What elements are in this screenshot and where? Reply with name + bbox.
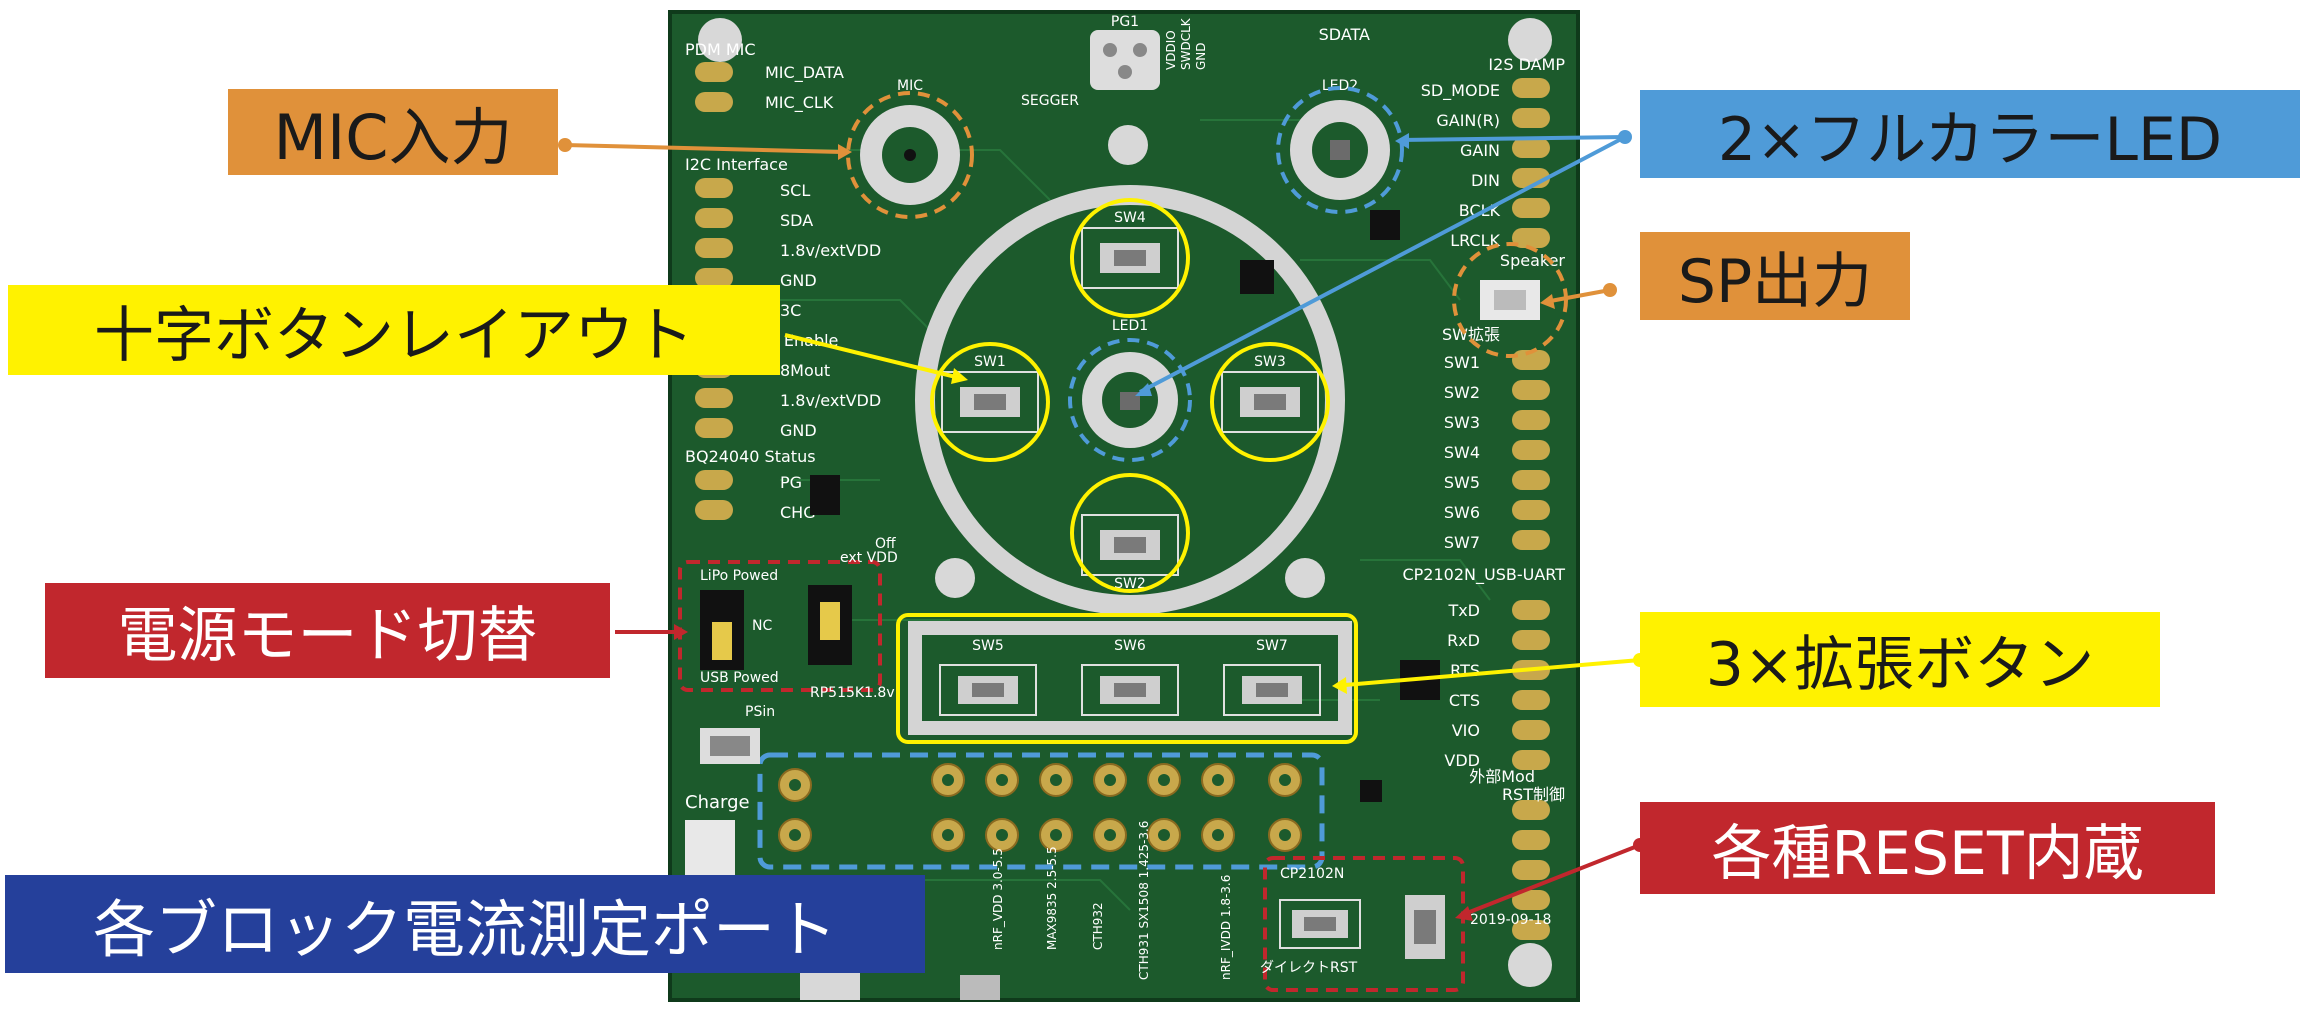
svg-text:I2S DAMP: I2S DAMP <box>1488 55 1565 74</box>
svg-text:SCL: SCL <box>780 181 810 200</box>
svg-text:GND: GND <box>780 271 817 290</box>
svg-text:SD_MODE: SD_MODE <box>1421 81 1500 101</box>
svg-text:1.8v/extVDD: 1.8v/extVDD <box>780 391 881 410</box>
svg-text:MIC_CLK: MIC_CLK <box>765 93 834 113</box>
svg-text:Off: Off <box>875 536 896 552</box>
svg-text:SW7: SW7 <box>1256 638 1288 654</box>
svg-text:I2C Interface: I2C Interface <box>685 155 788 174</box>
svg-text:SW1: SW1 <box>1444 353 1480 372</box>
bottom-silkscreen: PSin Charge nRF_VDD 3.0-5.5 MAX9835 2.5-… <box>685 704 1551 1000</box>
svg-text:3C: 3C <box>780 301 801 320</box>
pg1-connector: PG1 SEGGER VDDIO SWDCLK GND <box>1021 14 1208 109</box>
svg-text:DIN: DIN <box>1471 171 1500 190</box>
svg-text:RP515K1.8v: RP515K1.8v <box>810 685 895 701</box>
svg-text:VIO: VIO <box>1452 721 1480 740</box>
svg-text:RST制御: RST制御 <box>1502 785 1565 804</box>
measurement-ports <box>757 752 1325 870</box>
svg-text:VDDIO: VDDIO <box>1164 30 1178 70</box>
svg-text:PSin: PSin <box>745 704 775 720</box>
callout-mic-input: MIC入力 <box>228 89 558 175</box>
svg-text:RxD: RxD <box>1447 631 1480 650</box>
svg-text:SWDCLK: SWDCLK <box>1179 17 1193 70</box>
svg-text:nRF_IVDD 1.8-3.6: nRF_IVDD 1.8-3.6 <box>1219 875 1233 980</box>
svg-text:GAIN: GAIN <box>1460 141 1500 160</box>
svg-text:SDA: SDA <box>780 211 813 230</box>
svg-text:TxD: TxD <box>1447 601 1480 620</box>
svg-text:CTH932: CTH932 <box>1091 902 1105 950</box>
callout-arrows <box>558 130 1647 917</box>
callout-cross-button-layout: 十字ボタンレイアウト <box>8 285 780 375</box>
left-silkscreen: PDM MIC MIC_DATA MIC_CLK I2C Interface S… <box>685 40 881 522</box>
right-silkscreen: SDATA I2S DAMP SD_MODE GAIN(R) GAIN DIN … <box>1319 25 1566 804</box>
svg-text:CTH931 SX1508 1.425-3.6: CTH931 SX1508 1.425-3.6 <box>1137 821 1151 980</box>
svg-text:PG: PG <box>780 473 802 492</box>
svg-text:LED1: LED1 <box>1112 318 1148 334</box>
callout-sp-output: SP出力 <box>1640 232 1910 320</box>
svg-text:SW4: SW4 <box>1444 443 1480 462</box>
svg-text:SW6: SW6 <box>1444 503 1480 522</box>
svg-text:SW1: SW1 <box>974 354 1006 370</box>
right-header-pins <box>1512 78 1550 940</box>
svg-text:LiPo Powed: LiPo Powed <box>700 568 778 584</box>
svg-text:USB Powed: USB Powed <box>700 670 779 686</box>
svg-text:PG1: PG1 <box>1111 14 1139 30</box>
callout-reset-builtin: 各種RESET内蔵 <box>1640 802 2215 894</box>
cross-button-ring: LED1 <box>915 185 1345 615</box>
svg-text:GND: GND <box>780 421 817 440</box>
svg-text:CP2102N_USB-UART: CP2102N_USB-UART <box>1402 565 1565 585</box>
mic-component: MIC <box>846 78 974 219</box>
svg-text:CHG: CHG <box>780 503 816 522</box>
svg-text:1.8v/extVDD: 1.8v/extVDD <box>780 241 881 260</box>
svg-text:MAX9835 2.5-5.5: MAX9835 2.5-5.5 <box>1045 846 1059 950</box>
svg-text:CTS: CTS <box>1449 691 1480 710</box>
svg-text:外部Mod: 外部Mod <box>1469 767 1535 786</box>
callout-current-ports: 各ブロック電流測定ポート <box>5 875 925 973</box>
svg-text:BQ24040 Status: BQ24040 Status <box>685 447 816 466</box>
svg-text:SDATA: SDATA <box>1319 25 1370 44</box>
svg-text:SW6: SW6 <box>1114 638 1146 654</box>
power-switches: LiPo Powed NC USB Powed Off ext VDD RP51… <box>678 536 898 701</box>
svg-text:GND: GND <box>1194 42 1208 70</box>
cross-switches: SW4 SW1 SW3 SW2 <box>930 198 1330 593</box>
svg-text:SW7: SW7 <box>1444 533 1480 552</box>
svg-text:NC: NC <box>752 618 772 634</box>
svg-text:nRF_VDD 3.0-5.5: nRF_VDD 3.0-5.5 <box>991 848 1005 950</box>
callout-power-mode-switch: 電源モード切替 <box>45 583 610 678</box>
svg-text:GAIN(R): GAIN(R) <box>1436 111 1500 130</box>
arrow-heads <box>674 133 1555 921</box>
svg-text:SW3: SW3 <box>1444 413 1480 432</box>
svg-text:8Mout: 8Mout <box>780 361 830 380</box>
svg-text:SW5: SW5 <box>972 638 1004 654</box>
svg-text:SW2: SW2 <box>1114 576 1146 592</box>
expansion-switches: SW5 SW6 SW7 <box>896 613 1358 744</box>
svg-text:SEGGER: SEGGER <box>1021 93 1079 109</box>
speaker-connector <box>1452 242 1568 358</box>
svg-text:SW5: SW5 <box>1444 473 1480 492</box>
svg-text:MIC: MIC <box>897 78 923 94</box>
svg-text:SW4: SW4 <box>1114 210 1146 226</box>
svg-text:ダイレクトRST: ダイレクトRST <box>1260 960 1358 976</box>
svg-text:MIC_DATA: MIC_DATA <box>765 63 844 83</box>
svg-text:LRCLK: LRCLK <box>1450 231 1500 250</box>
callout-full-color-led: 2×フルカラーLED <box>1640 90 2300 178</box>
led2-component: LED2 <box>1276 78 1404 214</box>
svg-text:Charge: Charge <box>685 792 750 813</box>
callout-expansion-buttons: 3×拡張ボタン <box>1640 612 2160 707</box>
svg-text:VDD: VDD <box>1444 751 1480 770</box>
svg-text:SW2: SW2 <box>1444 383 1480 402</box>
svg-text:SW拡張: SW拡張 <box>1442 325 1500 344</box>
svg-text:PDM MIC: PDM MIC <box>685 40 756 59</box>
svg-text:CP2102N: CP2102N <box>1280 866 1344 882</box>
svg-text:Speaker: Speaker <box>1500 251 1566 270</box>
svg-text:2019-09-18: 2019-09-18 <box>1470 912 1551 928</box>
svg-text:ext VDD: ext VDD <box>840 550 898 566</box>
svg-text:SW3: SW3 <box>1254 354 1286 370</box>
